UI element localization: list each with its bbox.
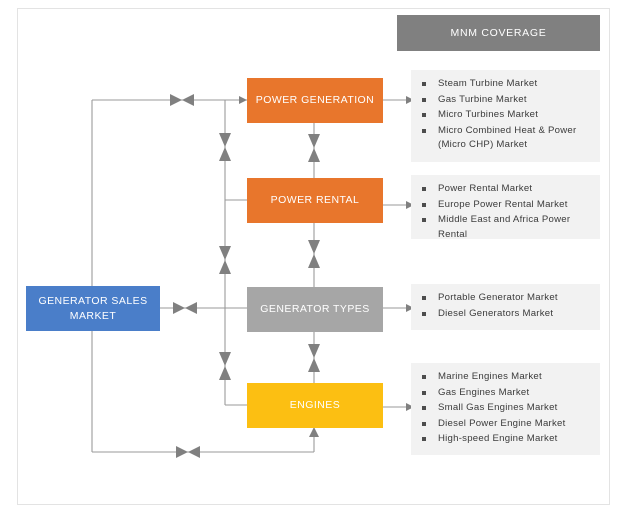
- bullet-square-icon: [422, 421, 426, 426]
- list-item-label: Small Gas Engines Market: [438, 402, 558, 414]
- bowtie-center-3: [308, 344, 320, 372]
- list-item: Power Rental Market: [421, 182, 592, 197]
- list-item: Marine Engines Market: [421, 370, 592, 385]
- arrowhead-panel-pg: [406, 96, 414, 104]
- bullet-square-icon: [422, 296, 426, 300]
- arrowhead-engines-bottom: [309, 427, 319, 437]
- arrowhead-panel-gt: [406, 304, 414, 312]
- bullet-square-icon: [422, 390, 426, 395]
- node-power-rental[interactable]: POWER RENTAL: [247, 178, 383, 223]
- list-item-label: Gas Engines Market: [438, 386, 530, 398]
- list-item-label: Portable Generator Market: [438, 292, 558, 303]
- list-item-label: Steam Turbine Market: [438, 78, 538, 89]
- list-item: Micro Combined Heat & Power (Micro CHP) …: [421, 124, 592, 153]
- list-item-label: Diesel Power Engine Market: [438, 417, 566, 429]
- arrowhead-panel-pr: [406, 201, 414, 209]
- list-item: Portable Generator Market: [421, 291, 592, 306]
- bullet-square-icon: [422, 202, 426, 207]
- list-item-label: Power Rental Market: [438, 183, 533, 194]
- bowtie-bottom: [176, 446, 200, 458]
- list-item: High-speed Engine Market: [421, 432, 592, 447]
- bowtie-root: [173, 302, 197, 314]
- list-item-label: Gas Turbine Market: [438, 93, 527, 105]
- list-item-label: Diesel Generators Market: [438, 307, 554, 319]
- diagram-frame: [17, 8, 610, 505]
- list-item: Europe Power Rental Market: [421, 198, 592, 213]
- list-item-label: High-speed Engine Market: [438, 433, 558, 445]
- bullet-square-icon: [422, 97, 426, 102]
- list-item: Steam Turbine Market: [421, 77, 592, 92]
- node-generator-sales-market-label: GENERATOR SALES MARKET: [38, 295, 148, 322]
- bowtie-center-2: [308, 240, 320, 268]
- bullet-square-icon: [422, 128, 426, 133]
- bowtie-center-1: [308, 134, 320, 162]
- node-power-rental-label: POWER RENTAL: [270, 194, 360, 207]
- node-engines-label: ENGINES: [289, 399, 341, 412]
- mnm-coverage-header: MNM COVERAGE: [397, 15, 600, 51]
- arrowhead-panel-eng: [406, 403, 414, 411]
- bullet-square-icon: [422, 187, 426, 191]
- bowtie-mid-2: [219, 246, 231, 274]
- list-item: Diesel Power Engine Market: [421, 417, 592, 432]
- list-item-label: Middle East and Africa Power Rental: [438, 214, 571, 240]
- bullet-square-icon: [422, 406, 426, 411]
- list-item: Gas Turbine Market: [421, 93, 592, 108]
- list-item: Micro Turbines Market: [421, 108, 592, 123]
- bullet-square-icon: [422, 311, 426, 316]
- list-item: Gas Engines Market: [421, 386, 592, 401]
- arrow-heads: [170, 94, 414, 458]
- node-power-generation[interactable]: POWER GENERATION: [247, 78, 383, 123]
- node-generator-types[interactable]: GENERATOR TYPES: [247, 287, 383, 332]
- list-item-label: Micro Turbines Market: [438, 109, 539, 121]
- bullet-square-icon: [422, 437, 426, 442]
- list-item: Diesel Generators Market: [421, 307, 592, 322]
- bullet-square-icon: [422, 82, 426, 86]
- list-item: Middle East and Africa Power Rental: [421, 213, 592, 242]
- bowtie-mid-1: [219, 133, 231, 161]
- arrowhead-pg-in: [239, 96, 247, 104]
- bullet-square-icon: [422, 113, 426, 118]
- node-generator-sales-market[interactable]: GENERATOR SALES MARKET: [26, 286, 160, 331]
- list-item: Small Gas Engines Market: [421, 401, 592, 416]
- bowtie-mid-3: [219, 352, 231, 380]
- list-item-label: Marine Engines Market: [438, 371, 542, 382]
- mnm-coverage-label: MNM COVERAGE: [450, 27, 547, 39]
- node-generator-types-label: GENERATOR TYPES: [260, 303, 370, 316]
- bullet-square-icon: [422, 218, 426, 223]
- list-item-label: Micro Combined Heat & Power (Micro CHP) …: [438, 124, 577, 151]
- bowtie-top: [170, 94, 194, 106]
- node-engines[interactable]: ENGINES: [247, 383, 383, 428]
- bullet-square-icon: [422, 375, 426, 379]
- list-item-label: Europe Power Rental Market: [438, 198, 568, 210]
- node-power-generation-label: POWER GENERATION: [255, 94, 375, 107]
